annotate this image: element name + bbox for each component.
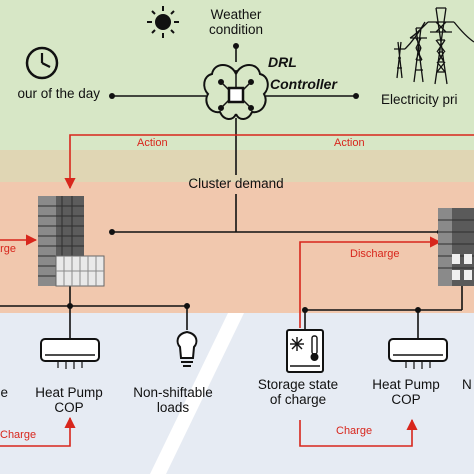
action-label-right: Action: [334, 137, 365, 149]
non-shiftable-line-2: loads: [156, 400, 190, 416]
building-icon-right: [438, 208, 474, 286]
charge-label-bottom-left: Charge: [0, 429, 37, 441]
drl-label-1: DRL: [268, 54, 297, 70]
light-bulb-icon: [176, 330, 198, 367]
office-building-icon: [38, 196, 105, 287]
heat-pump-icon-right: [388, 338, 448, 369]
heat-pump-line-2: COP: [54, 400, 84, 416]
signal-lines: [0, 46, 463, 338]
non-shiftable-line-1: Non-shiftable: [133, 385, 213, 400]
heat-pump-cop-label: Heat Pump COP: [35, 385, 103, 415]
weather-line-1: Weather: [210, 7, 262, 22]
heat-pump-right-line-2: COP: [391, 392, 421, 408]
cluster-demand-label: Cluster demand: [188, 176, 284, 191]
cut-label-left: e: [0, 385, 8, 400]
heat-pump-icon: [40, 338, 100, 369]
node-dots: [67, 43, 443, 313]
storage-line-2: of charge: [269, 392, 327, 408]
storage-tank-icon: [286, 329, 324, 373]
weather-line-2: condition: [208, 22, 264, 38]
brain-icon: [203, 64, 269, 120]
heat-pump-cop-label-right: Heat Pump COP: [372, 377, 440, 407]
action-arrows: [0, 134, 474, 447]
heat-pump-right-line-1: Heat Pump: [372, 377, 440, 392]
non-shiftable-loads-label: Non-shiftable loads: [133, 385, 213, 415]
charge-label-bottom-right: Charge: [336, 425, 373, 437]
charge-label-top: arge: [0, 243, 16, 255]
heat-pump-line-1: Heat Pump: [35, 385, 103, 400]
storage-soc-label: Storage state of charge: [258, 377, 338, 407]
sun-icon: [147, 6, 179, 38]
pylon-icon: [394, 7, 474, 85]
electricity-price-label: Electricity pri: [381, 92, 458, 107]
cut-label-right: N: [462, 377, 472, 392]
storage-line-1: Storage state: [257, 377, 339, 392]
action-label-left: Action: [137, 137, 168, 149]
band-controller: [0, 0, 474, 150]
band-transition: [0, 150, 474, 182]
drl-label-2: Controller: [270, 76, 337, 92]
clock-icon: [25, 46, 59, 80]
band-divider: [150, 313, 244, 474]
discharge-label: Discharge: [350, 248, 400, 260]
hour-of-day-label: our of the day: [17, 86, 100, 101]
weather-condition-label: Weather condition: [209, 7, 263, 37]
